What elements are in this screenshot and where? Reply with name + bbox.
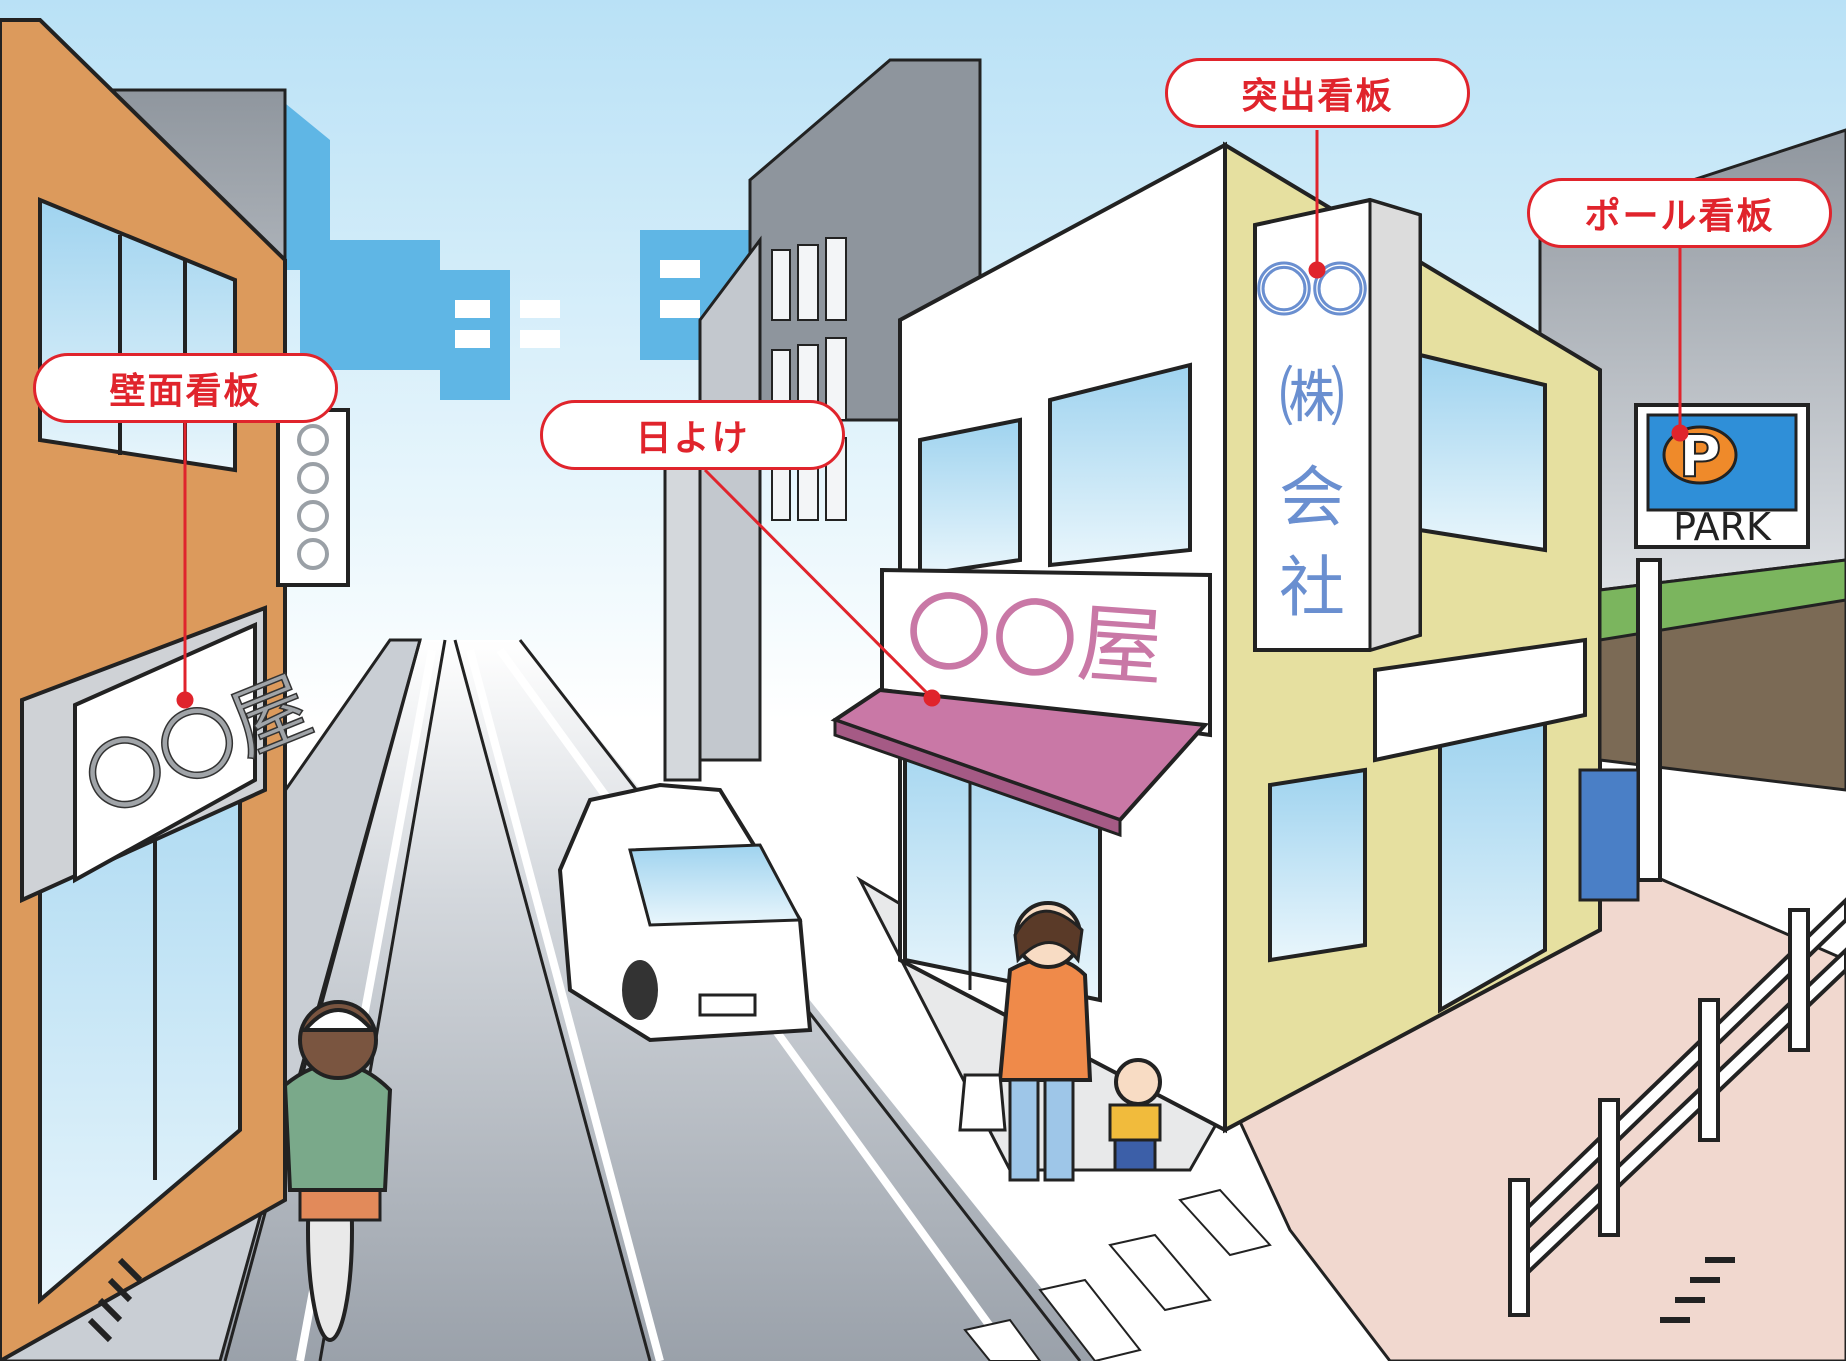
projecting-sign-line-4: 社	[1279, 549, 1345, 626]
awning	[830, 687, 1210, 838]
projecting-sign-box	[1253, 197, 1422, 653]
left-vertical-sign	[276, 408, 350, 587]
blue-bin	[1578, 768, 1640, 902]
white-car	[557, 782, 813, 1043]
lane-outlines	[223, 639, 1082, 1361]
distant-windows	[455, 260, 700, 348]
grey-building-windows	[771, 237, 847, 521]
parking-p-letter: P	[1679, 422, 1722, 490]
shop-sign-box	[880, 567, 1212, 738]
woman-and-child	[958, 901, 1162, 1182]
projecting-sign-line-1: 〇〇	[1256, 259, 1368, 324]
callout-pole-sign: ポール看板	[1527, 178, 1832, 248]
cyclist	[282, 1000, 393, 1342]
projecting-sign-line-3: 会	[1279, 459, 1345, 536]
callout-awning: 日よけ	[540, 400, 845, 470]
projecting-sign-line-2: ㈱	[1279, 359, 1345, 436]
callout-wall-sign: 壁面看板	[33, 353, 338, 423]
guard-rail	[1508, 897, 1846, 1317]
callout-projecting-sign: 突出看板	[1165, 58, 1470, 128]
leader-lines	[176, 130, 1689, 709]
shop-sign-text: 〇〇屋	[902, 582, 1166, 700]
crosswalk	[963, 1188, 1272, 1361]
drainage-grates	[87, 1257, 1735, 1343]
yellow-building-side-sign	[1373, 637, 1587, 763]
parking-text: PARK	[1673, 505, 1772, 549]
